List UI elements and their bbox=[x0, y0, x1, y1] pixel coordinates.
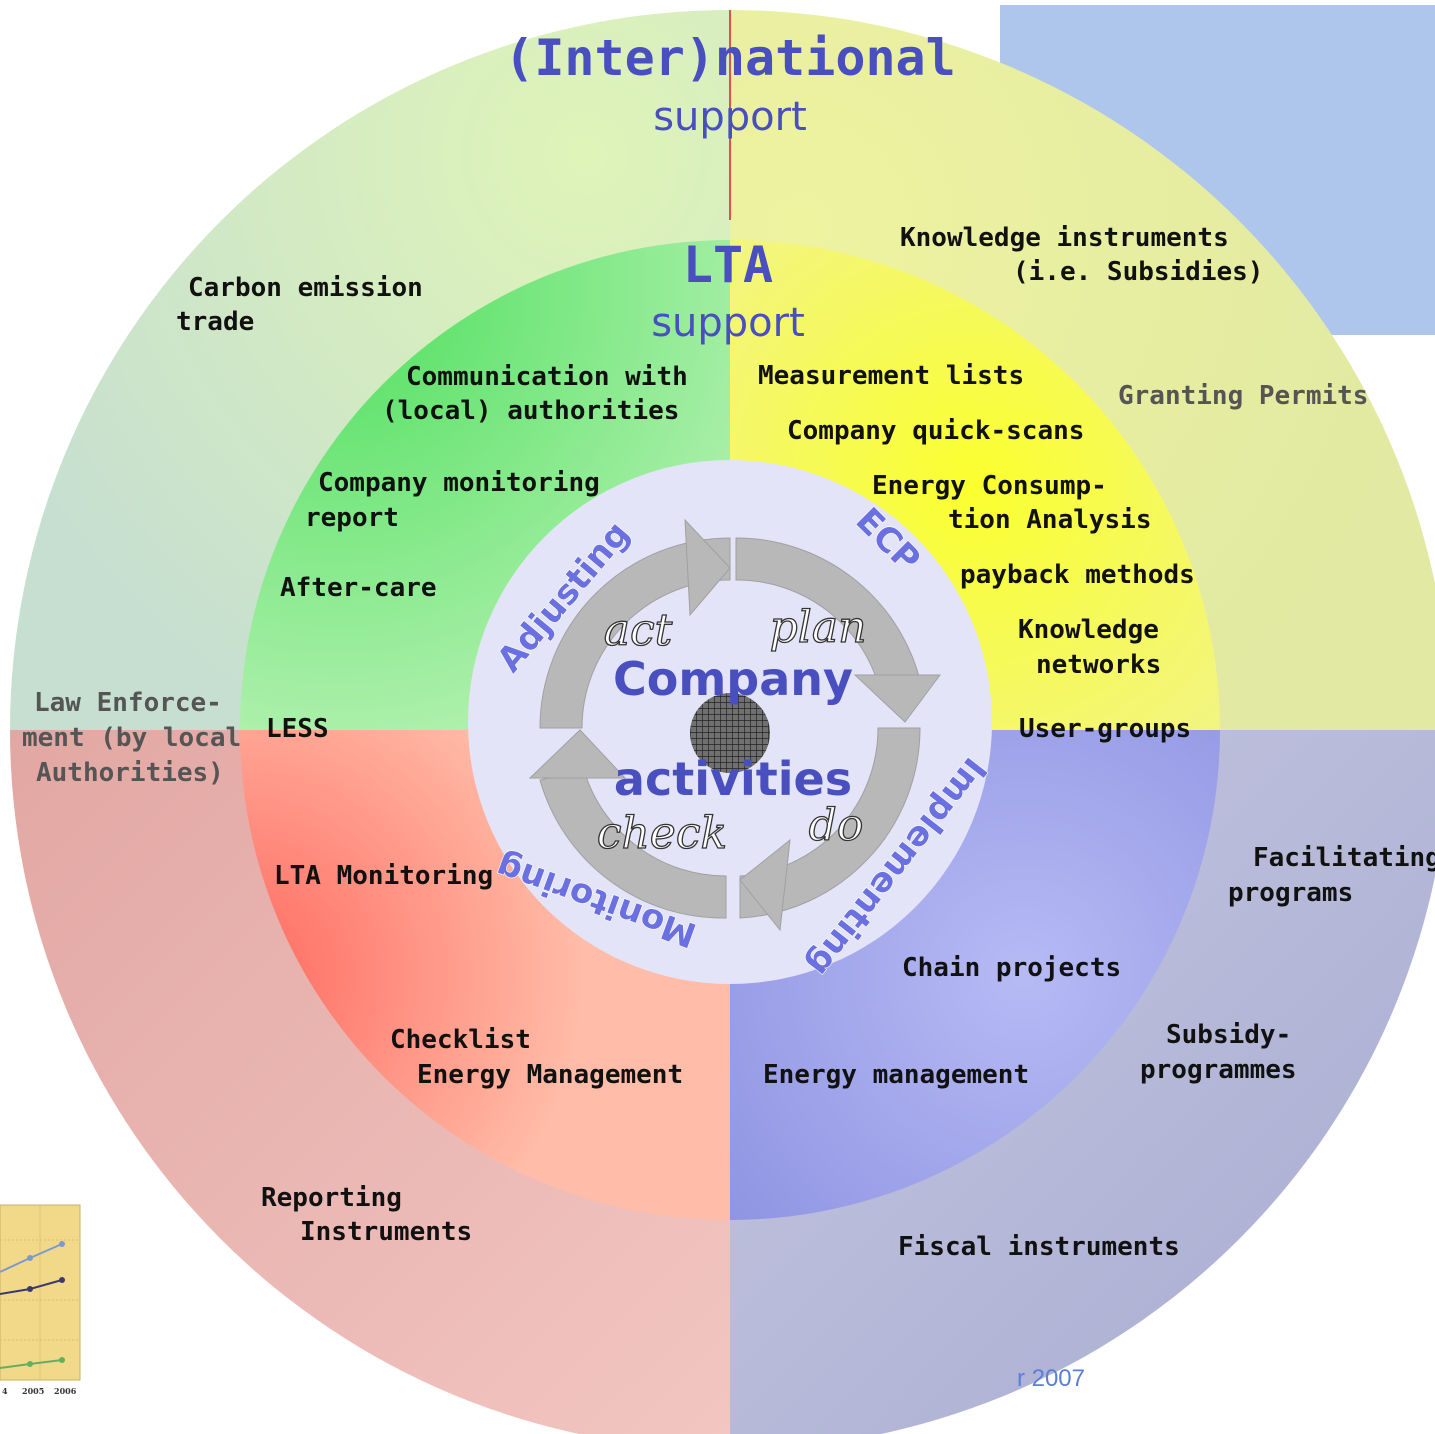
label-company-monitoring-line2: report bbox=[305, 503, 399, 533]
inner-title: LTA bbox=[683, 236, 773, 294]
pdca-act: act bbox=[604, 605, 673, 656]
label-quick-scans: Company quick-scans bbox=[787, 416, 1084, 446]
core-title-line2: activities bbox=[614, 752, 852, 806]
label-measurement-lists: Measurement lists bbox=[758, 361, 1024, 391]
thumbnail-year-label: 2005 bbox=[22, 1386, 44, 1396]
thumbnail-chart: 4 2005 2006 bbox=[0, 1204, 81, 1396]
label-knowledge-networks-line2: networks bbox=[1036, 650, 1161, 680]
label-checklist-line1: Checklist bbox=[390, 1025, 531, 1055]
label-law-enforcement-line1: Law Enforce- bbox=[34, 688, 222, 718]
label-subsidy-programmes-line1: Subsidy- bbox=[1166, 1020, 1291, 1050]
pdca-check: check bbox=[597, 808, 727, 859]
inner-subtitle: support bbox=[651, 300, 805, 346]
label-communication-line1: Communication with bbox=[406, 362, 688, 392]
label-checklist-line2: Energy Management bbox=[417, 1060, 683, 1090]
thumbnail-year-label: 4 bbox=[2, 1386, 8, 1396]
label-knowledge-instruments-line1: Knowledge instruments bbox=[900, 223, 1229, 253]
label-fiscal-instruments: Fiscal instruments bbox=[898, 1232, 1180, 1262]
outer-subtitle: support bbox=[653, 94, 807, 140]
label-law-enforcement-line2: ment (by local bbox=[22, 723, 241, 753]
core-title-line1: Company bbox=[613, 652, 853, 706]
thumbnail-point bbox=[27, 1255, 33, 1261]
pdca-do: do bbox=[809, 800, 864, 851]
label-company-monitoring-line1: Company monitoring bbox=[318, 468, 600, 498]
thumbnail-year-label: 2006 bbox=[54, 1386, 77, 1396]
label-after-care: After-care bbox=[280, 573, 437, 603]
cycle-arrowhead-check bbox=[528, 729, 627, 779]
hub-grid-icon bbox=[690, 693, 770, 773]
label-reporting-instruments-line2: Instruments bbox=[300, 1217, 472, 1247]
thumbnail-point bbox=[59, 1277, 65, 1283]
label-reporting-instruments-line1: Reporting bbox=[261, 1183, 402, 1213]
thumbnail-point bbox=[59, 1357, 65, 1363]
outer-title: (Inter)national bbox=[504, 29, 956, 87]
label-facilitating-programs-line2: programs bbox=[1228, 878, 1353, 908]
cycle-arrows bbox=[528, 518, 941, 932]
label-user-groups: User-groups bbox=[1019, 714, 1191, 744]
label-energy-consumption-line1: Energy Consump- bbox=[872, 471, 1107, 501]
label-lta-monitoring: LTA Monitoring bbox=[274, 861, 493, 891]
label-less: LESS bbox=[266, 714, 329, 744]
thumbnail-point bbox=[27, 1361, 33, 1367]
label-granting-permits: Granting Permits bbox=[1118, 381, 1368, 411]
label-energy-management: Energy management bbox=[763, 1060, 1029, 1090]
label-knowledge-instruments-line2: (i.e. Subsidies) bbox=[1013, 257, 1263, 287]
label-payback: payback methods bbox=[960, 560, 1195, 590]
label-carbon-trade-line1: Carbon emission bbox=[188, 273, 423, 303]
label-subsidy-programmes-line2: programmes bbox=[1140, 1055, 1297, 1085]
label-chain-projects: Chain projects bbox=[902, 953, 1121, 983]
thumbnail-point bbox=[59, 1241, 65, 1247]
cycle-arrowhead-act bbox=[684, 518, 731, 617]
pdca-plan: plan bbox=[770, 602, 867, 653]
cycle-arc-check bbox=[539, 769, 727, 919]
cycle-arc-act bbox=[539, 537, 731, 729]
cycle-arrowhead-do bbox=[739, 838, 791, 932]
label-facilitating-programs-line1: Facilitating bbox=[1253, 843, 1435, 873]
footer-text: r 2007 bbox=[1017, 1365, 1085, 1392]
label-communication-line2: (local) authorities bbox=[382, 396, 679, 426]
label-carbon-trade-line2: trade bbox=[176, 307, 254, 337]
cycle-arrowhead-plan bbox=[853, 674, 941, 723]
label-knowledge-networks-line1: Knowledge bbox=[1018, 615, 1159, 645]
label-energy-consumption-line2: tion Analysis bbox=[948, 505, 1152, 535]
thumbnail-point bbox=[27, 1286, 33, 1292]
label-law-enforcement-line3: Authorities) bbox=[36, 758, 224, 788]
